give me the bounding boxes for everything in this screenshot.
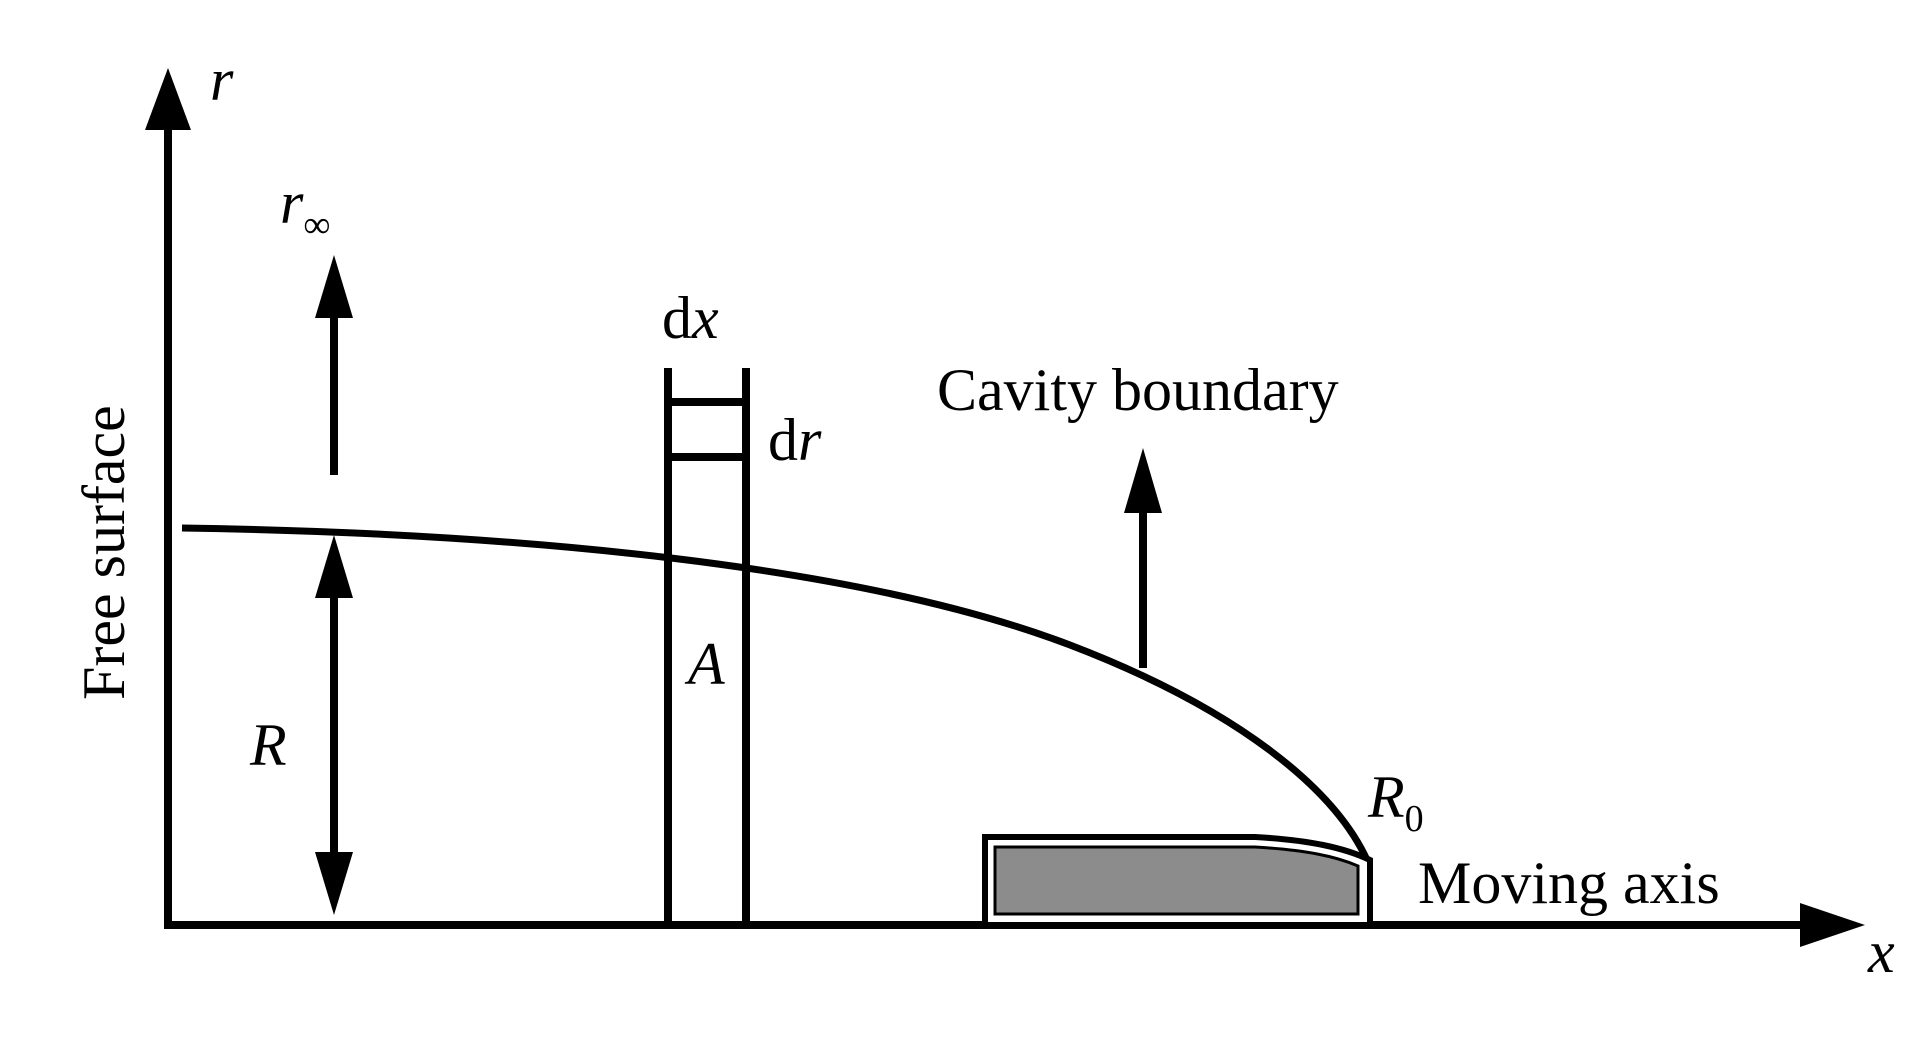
dx-var: x — [691, 285, 719, 351]
dx-d: d — [662, 285, 692, 351]
radius-r-label: R — [249, 712, 287, 778]
cavity-boundary-label: Cavity boundary — [937, 357, 1339, 423]
r0-sub: 0 — [1405, 798, 1424, 840]
r-infinity-arrowhead — [315, 255, 353, 318]
dx-label: dx — [662, 285, 719, 351]
moving-axis-label: Moving axis — [1418, 850, 1720, 916]
r0-base: R — [1367, 764, 1405, 830]
r-infinity-label: r∞ — [280, 170, 330, 246]
point-a-label: A — [684, 631, 725, 697]
radius-r-arrowhead-bottom — [315, 852, 353, 915]
r-infinity-sub: ∞ — [303, 204, 330, 246]
moving-body-fill — [993, 845, 1360, 916]
x-axis-label: x — [1867, 919, 1895, 985]
r-axis-label: r — [210, 47, 234, 113]
dr-d: d — [768, 407, 798, 473]
r-axis-arrowhead — [145, 68, 191, 130]
cavity-boundary-curve — [181, 524, 1371, 862]
r0-label: R0 — [1367, 764, 1424, 840]
dr-var: r — [798, 407, 822, 473]
x-axis-arrowhead — [1800, 903, 1865, 947]
cavity-boundary-arrowhead — [1124, 448, 1162, 513]
r-infinity-base: r — [280, 170, 304, 236]
free-surface-label: Free surface — [71, 405, 137, 700]
dr-label: dr — [768, 407, 822, 473]
radius-r-arrowhead-top — [315, 535, 353, 598]
